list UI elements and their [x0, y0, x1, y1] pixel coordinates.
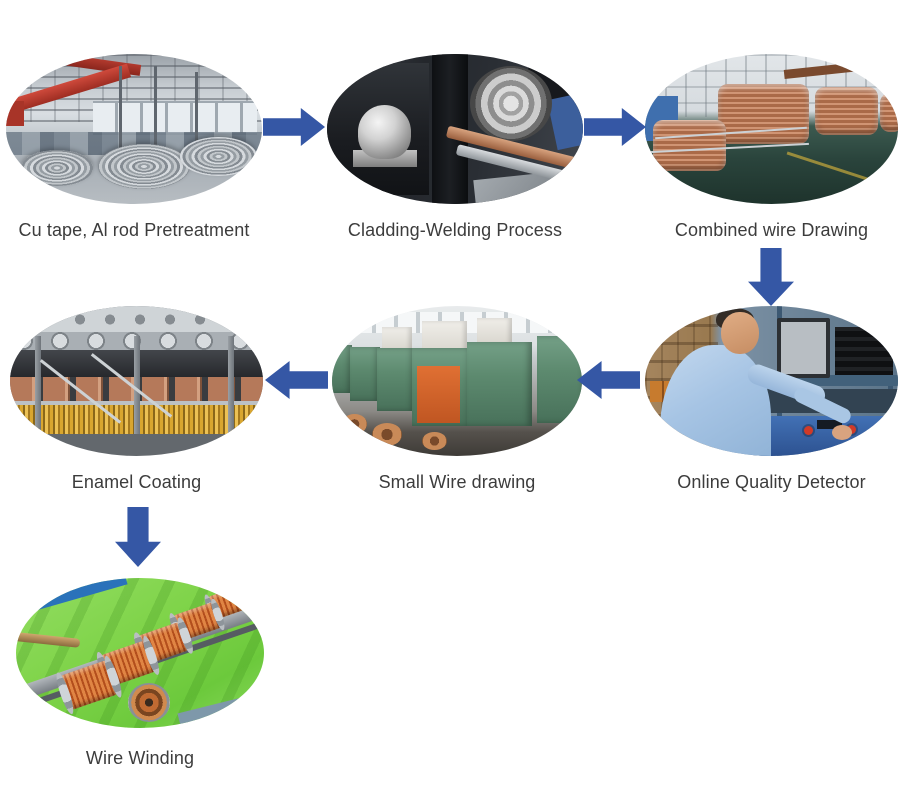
green-drawing-machine [349, 346, 380, 401]
copper-spool [422, 432, 447, 450]
white-cabinet [382, 327, 412, 351]
floor-marking [786, 151, 898, 194]
steel-roller [470, 66, 553, 141]
arrow-down-icon [115, 507, 161, 567]
step-label-pretreatment: Cu tape, Al rod Pretreatment [18, 220, 250, 240]
copper-wire-coil [814, 87, 878, 135]
enamel-coating-photo [10, 306, 263, 456]
frame-post [133, 336, 140, 434]
arrow-left-icon [577, 361, 640, 399]
wire-guide-pole [118, 66, 122, 153]
pretreatment-photo [6, 54, 262, 204]
copper-spool [372, 423, 402, 446]
orange-machine-panel [417, 366, 460, 423]
step-enamel-coating: Enamel Coating [10, 306, 263, 494]
copper-wire-coil [880, 93, 898, 132]
detector-instrument [834, 327, 893, 375]
step-pretreatment: Cu tape, Al rod Pretreatment [6, 54, 262, 242]
operator-torso [660, 345, 772, 456]
operator-head [720, 312, 759, 354]
frame-post [227, 336, 234, 434]
factory-windows [93, 100, 257, 135]
green-drawing-machine [332, 345, 352, 393]
small-wire-drawing-photo [332, 306, 582, 456]
wire-guide-pole [154, 66, 158, 153]
spool-end-face [127, 683, 170, 722]
aluminum-rod-coil [21, 150, 94, 186]
monitor-screen [776, 318, 830, 378]
red-button [847, 424, 857, 434]
step-label-enamel-coating: Enamel Coating [71, 472, 202, 492]
step-online-quality-detector: Online Quality Detector [645, 306, 898, 494]
arrow-right-icon [263, 108, 325, 146]
online-quality-detector-photo [645, 306, 898, 456]
wire-guide-pole [195, 72, 199, 147]
step-label-small-wire-drawing: Small Wire drawing [378, 472, 536, 492]
green-drawing-machine [467, 342, 532, 426]
cabinet-shelf [720, 375, 898, 386]
red-button [875, 429, 885, 438]
step-label-cladding-welding: Cladding-Welding Process [347, 220, 563, 240]
arrow-down-icon [748, 248, 794, 306]
aluminum-rod-coil [180, 136, 257, 176]
step-label-combined-wire-drawing: Combined wire Drawing [674, 220, 869, 240]
chrome-dome-nut [357, 105, 412, 159]
combined-wire-drawing-photo [645, 54, 898, 204]
copper-wire-coil [718, 84, 810, 144]
red-button [804, 426, 814, 435]
copper-spool [342, 414, 367, 434]
step-wire-winding: Wire Winding [16, 578, 264, 770]
green-drawing-machine [537, 336, 582, 423]
step-small-wire-drawing: Small Wire drawing [332, 306, 582, 494]
blue-machine-part [547, 92, 583, 151]
cladding-welding-photo [327, 54, 583, 204]
bolt-row [10, 312, 263, 327]
step-label-wire-winding: Wire Winding [85, 748, 195, 768]
white-cabinet [477, 318, 512, 345]
wire-winding-photo [16, 578, 264, 728]
panel-display [817, 420, 843, 429]
operator-hand [832, 424, 853, 440]
arrow-left-icon [265, 361, 328, 399]
frame-post [35, 336, 42, 434]
copper-wire-coil [652, 120, 726, 171]
step-label-online-quality-detector: Online Quality Detector [677, 472, 866, 492]
step-combined-wire-drawing: Combined wire Drawing [645, 54, 898, 242]
red-column [6, 100, 24, 126]
aluminum-rod-coil [98, 144, 191, 189]
green-drawing-machine [377, 348, 415, 411]
arrow-right-icon [584, 108, 646, 146]
step-cladding-welding: Cladding-Welding Process [327, 54, 583, 242]
